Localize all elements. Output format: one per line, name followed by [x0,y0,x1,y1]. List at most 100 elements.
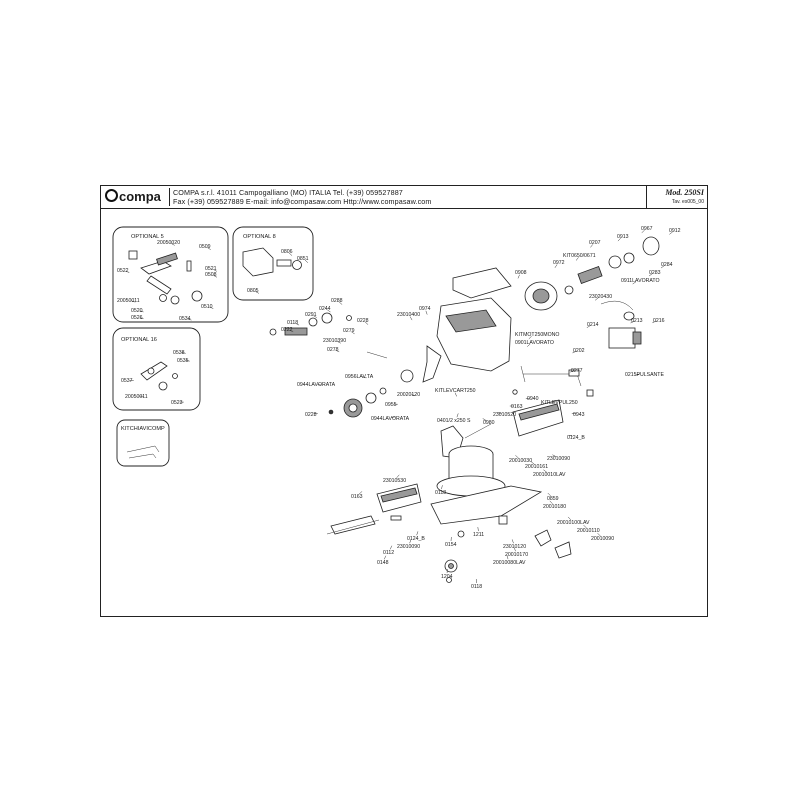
leader-pKITLEVCART [454,392,457,397]
label-20010100lav: 20010100LAV [557,520,590,526]
label-0913: 0913 [617,234,629,240]
leader-p0508 [213,275,218,278]
label-0124-b: 0124_B [567,435,585,441]
pulley-part [642,236,660,256]
label-0228-b: 0228 [305,412,317,418]
leader-p0538 [181,352,186,354]
label-kitlevpul250: KITLEVPUL250 [541,400,578,406]
label-0538: 0538 [173,350,185,356]
label-0908: 0908 [515,270,527,276]
clamp-lever [534,529,552,547]
leader-p0901 [527,343,531,347]
pull-handle [520,365,526,383]
leader-p0974 [425,310,428,315]
leader-p0521 [213,269,218,272]
leader-p0214 [586,325,591,328]
leader-p0912 [669,231,673,235]
leader-p0288 [338,301,343,305]
leader-p0202 [572,351,577,354]
label-0401-2-x250-s: 0401/2 x250 S [437,418,471,424]
pivot-spring [284,327,308,336]
leader-p0535 [185,360,190,362]
leader-p0805 [255,291,260,294]
blade-flange-group [328,387,387,418]
optional-8-frame [232,226,314,301]
leader-p20010161 [530,461,535,465]
label-0277: 0277 [571,368,583,374]
pull-lever-group [512,365,594,397]
kit-panel: KITCHIAVICOMP [116,419,170,467]
label-0806: 0806 [281,249,293,255]
drawing-sheet: compa COMPA s.r.l. 41011 Campogalliano (… [100,185,708,617]
label-23020430: 23020430 [589,294,612,300]
label-0901lavorato: 0901LAVORATO [515,340,554,346]
brush-ring [564,285,574,295]
label-0124-b-2: 0124_B [407,536,425,542]
label-20010110: 20010110 [577,528,600,534]
leader-p0215 [635,374,640,376]
motor-vents [445,309,497,333]
label-0154: 0154 [445,542,457,548]
label-23010120: 23010120 [503,544,526,550]
motor-core [532,288,550,304]
optional-8-panel: OPTIONAL 8 [232,226,314,301]
label-0974: 0974 [419,306,431,312]
label-20010080lav: 20010080LAV [493,560,526,566]
label-0214: 0214 [587,322,599,328]
switch-button [632,331,642,345]
label-20020120: 20020120 [397,392,420,398]
label-0943: 0943 [573,412,585,418]
stop-block-part [242,247,274,277]
saw-base-plate [430,485,543,525]
label-20050020: 20050020 [157,240,180,246]
label-0944lavorata: 0944LAVORATA [297,382,336,388]
clamp-hook [554,541,572,559]
hex-key-small [128,453,157,459]
company-address: COMPA s.r.l. 41011 Campogalliano (MO) IT… [173,188,403,197]
bearing-cap [623,252,635,264]
leader-p0222 [289,329,294,333]
leader-p23010090b [409,539,412,544]
leader-p23010530 [396,474,400,478]
label-0911lavorato: 0911LAVORATO [621,278,660,284]
knob-part [191,290,203,302]
label-1211: 1211 [473,532,484,538]
label-20050011: 20050011 [117,298,140,304]
exploded-view-diagram: OPTIONAL 5 OPTIONAL 8 OPTIONAL 16 [112,226,681,590]
leader-p0944a [317,384,322,386]
optional-8-title: OPTIONAL 8 [243,234,276,240]
label-20010161: 20010161 [525,464,548,470]
blade-flange-hub [348,403,358,413]
bearing-part [608,255,622,269]
extension-rail [326,519,380,535]
leader-p0124b [416,531,419,536]
clamp-base-part [146,275,172,295]
label-0912: 0912 [669,228,681,234]
lever-link [366,351,388,359]
optional-5-title: OPTIONAL 5 [131,234,164,240]
leader-p0213 [630,321,635,324]
label-23010400: 23010400 [397,312,420,318]
company-contacts: Fax (+39) 059527889 E-mail: info@compasa… [173,197,432,206]
motor-housing [436,297,512,372]
kit-frame [116,419,170,467]
leader-p1211 [477,527,479,532]
label-0956lav-ta: 0956LAV.TA [345,374,374,380]
leader-p23010390 [337,341,341,344]
leader-p23010520 [497,412,502,414]
label-23010390: 23010390 [323,338,346,344]
pull-bracket [568,369,580,377]
label-0112: 0112 [383,550,394,556]
pivot-washer-1 [269,328,277,336]
fence-right-groove [518,403,560,421]
kit-title: KITCHIAVICOMP [121,426,165,432]
clamp-arm-part [140,260,172,275]
blade-flange-inner [365,392,377,404]
pivot-assembly [269,312,442,383]
leader-p0118b [441,485,443,490]
label-20050011-b: 20050011 [125,394,148,400]
label-0522: 0522 [117,268,129,274]
leader-p0278 [335,349,340,353]
leader-p0118a [295,323,300,326]
lever-spring [400,369,414,383]
